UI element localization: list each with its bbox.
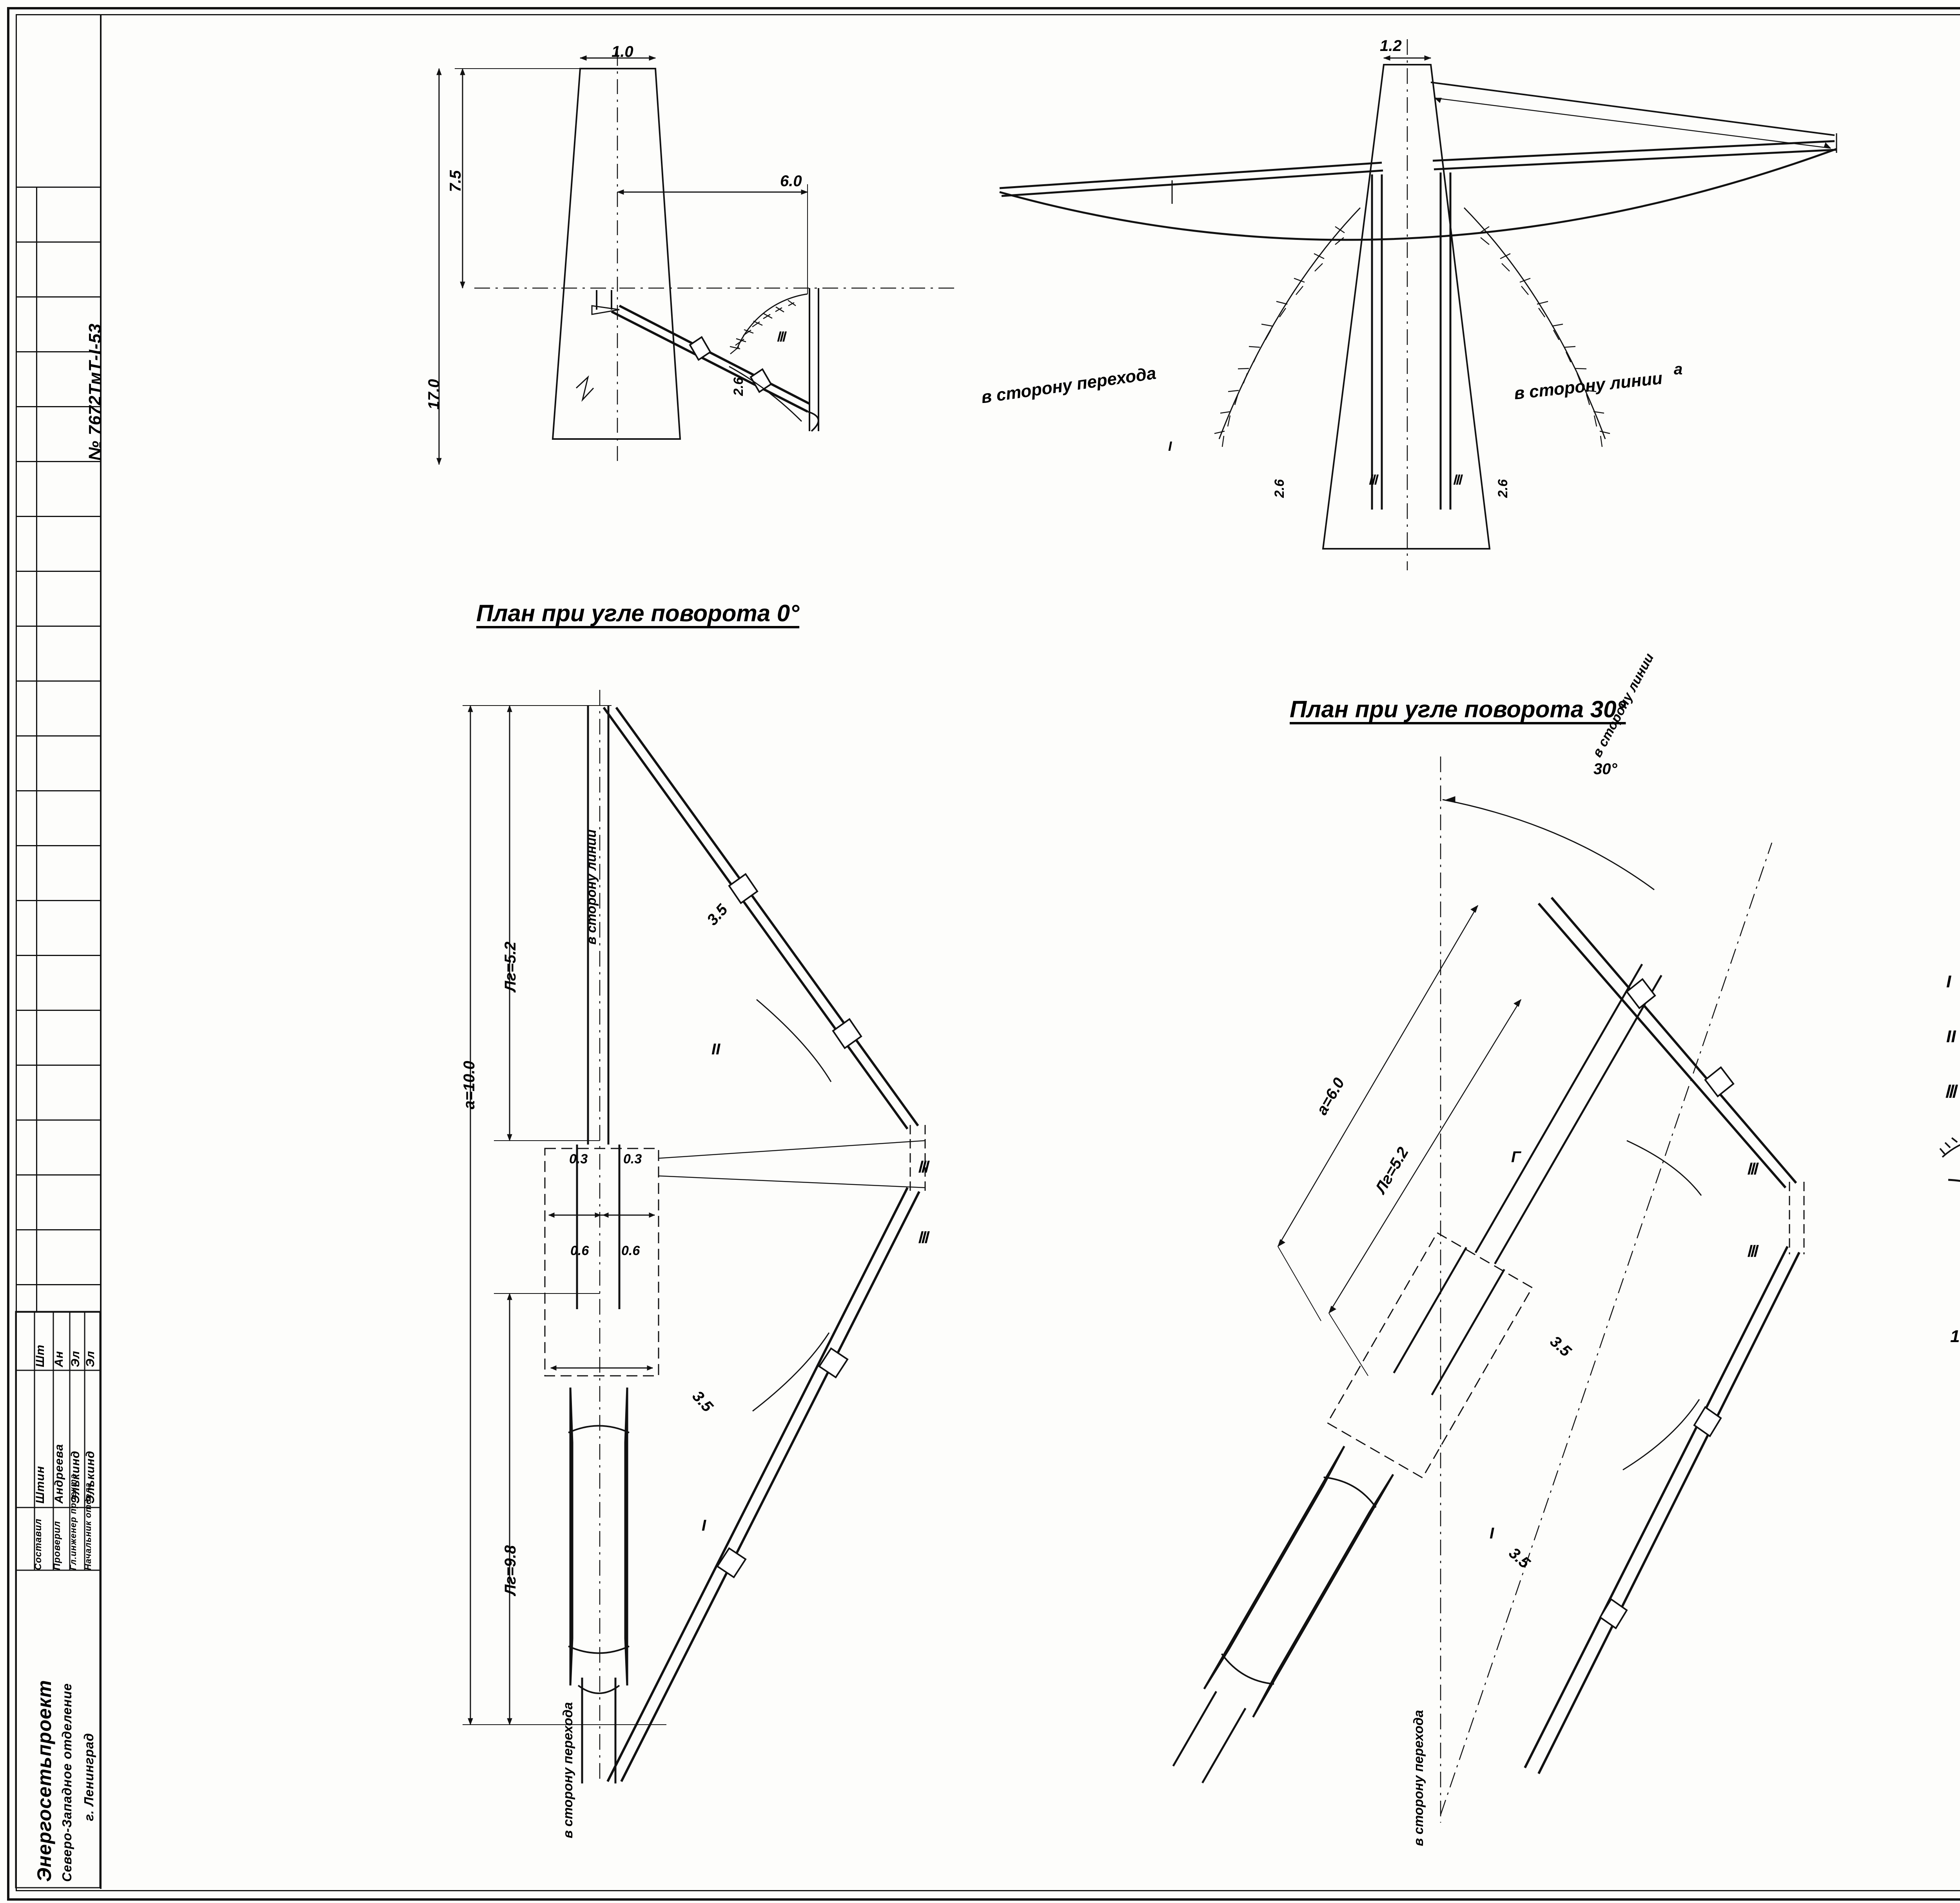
legend-symbol-0: I xyxy=(1946,972,1951,991)
front-dim-2-6: 2.6 xyxy=(731,377,746,396)
plan30-label-garland-I: Г xyxy=(1511,1148,1521,1166)
front-elevation-drawing xyxy=(436,51,956,465)
legend-symbol-2: Ⅲ xyxy=(1944,1082,1956,1101)
plan30-label-garland-I-lower: I xyxy=(1490,1525,1494,1542)
front-dim-top-width: 1.0 xyxy=(612,43,633,60)
front-label-garland-III: Ⅲ xyxy=(776,330,786,345)
sheet-frame-inner xyxy=(16,14,1960,1891)
stamp-sign-2: Эл xyxy=(69,1350,82,1367)
plan30-label-garland-III-b: Ⅲ xyxy=(1746,1243,1757,1260)
stamp-sign-1: Ан xyxy=(53,1351,65,1367)
stamp-name-3: Элькинд xyxy=(84,1450,97,1504)
side-dim-clearance-right: 2.6 xyxy=(1495,479,1510,498)
front-dim-6-0: 6.0 xyxy=(780,172,802,190)
side-label-garland-III-right: Ⅲ xyxy=(1452,473,1462,488)
plan0-dim-a: a=10.0 xyxy=(461,1061,478,1109)
stamp-name-0: Штин xyxy=(34,1466,47,1504)
plan0-dim-lg-lower: Лг=9.8 xyxy=(502,1545,519,1595)
stamp-role-0: Составил xyxy=(33,1518,44,1570)
stamp-dept: Северо-Западное отделение xyxy=(60,1683,74,1882)
drawing-number-label: № 7672ТмТ-I-53 xyxy=(85,323,105,461)
plan0-dim-w3: 0.6 xyxy=(570,1243,589,1258)
plan0-dim-w1: 0.3 xyxy=(569,1152,588,1166)
side-elevation-drawing xyxy=(999,39,1837,570)
plan30-label-toward-crossing: в сторону перехода xyxy=(1411,1710,1426,1846)
signature-stamp-block: Составил Проверил Гл.инженер проекта Нач… xyxy=(15,1311,101,1888)
side-dim-a: a xyxy=(1674,361,1683,378)
plan0-dim-lg-upper: Лг=5.2 xyxy=(502,942,519,992)
plan-0-drawing xyxy=(463,690,926,1783)
plan0-label-garland-III-b: Ⅲ xyxy=(917,1229,928,1246)
front-dim-7-5: 7.5 xyxy=(447,170,464,192)
sheet-frame-outer xyxy=(7,7,1960,1901)
stamp-grid xyxy=(15,1311,101,1888)
plan0-label-garland-II: II xyxy=(711,1041,720,1058)
side-label-garland-I: I xyxy=(1168,439,1172,454)
plan0-dim-w4: 0.6 xyxy=(621,1243,640,1258)
stamp-name-1: Андреева xyxy=(53,1444,65,1504)
arc-hatched-icon xyxy=(1939,1137,1960,1158)
plan30-dim-angle: 30° xyxy=(1593,760,1617,778)
plan-30-title: План при угле поворота 30° xyxy=(1290,696,1626,722)
plan0-dim-w2: 0.3 xyxy=(623,1152,642,1166)
side-dim-top-width: 1.2 xyxy=(1380,37,1402,54)
front-dim-17-0: 17.0 xyxy=(425,379,443,410)
plan0-label-garland-I: I xyxy=(702,1517,706,1534)
plan-30-drawing xyxy=(1172,756,1805,1823)
notes-item-0: 1. Опора устанавливается перпендикулярно… xyxy=(1950,1327,1960,1346)
stamp-sign-0: Шт xyxy=(34,1344,47,1367)
plan0-label-toward-crossing: в сторону перехода xyxy=(561,1702,575,1838)
stamp-city: г. Ленинград xyxy=(82,1732,96,1821)
legend-symbol-1: II xyxy=(1946,1027,1956,1046)
stamp-sign-3: Эл xyxy=(84,1350,97,1367)
plan0-label-garland-III-a: Ⅲ xyxy=(917,1159,928,1176)
side-dim-clearance-left: 2.6 xyxy=(1272,479,1287,498)
arc-plain-icon xyxy=(1948,1179,1960,1182)
plan-0-title: План при угле поворота 0° xyxy=(476,600,800,626)
stamp-role-1: Проверил xyxy=(52,1520,62,1570)
plan0-label-toward-line: в сторону линии xyxy=(584,829,599,945)
plan30-label-garland-III-a: Ⅲ xyxy=(1746,1161,1757,1178)
stamp-org: Энергосетьпроект xyxy=(33,1680,55,1882)
stamp-name-2: Элькинд xyxy=(69,1450,82,1504)
side-label-garland-III-left: Ⅲ xyxy=(1368,473,1377,488)
